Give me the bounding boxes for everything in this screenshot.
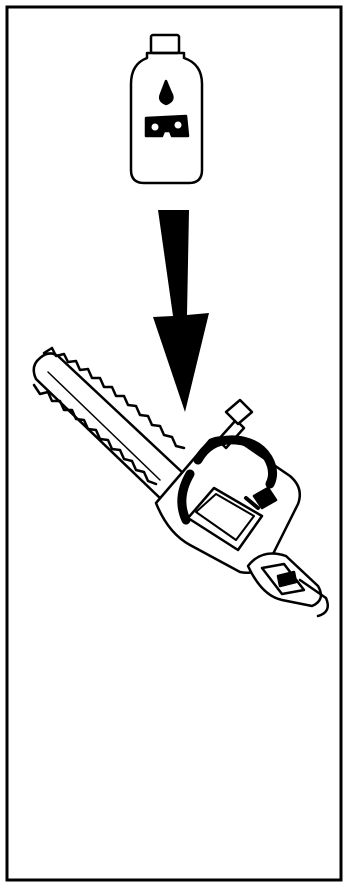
illustration-panel (0, 0, 348, 887)
instruction-figure (0, 0, 348, 887)
